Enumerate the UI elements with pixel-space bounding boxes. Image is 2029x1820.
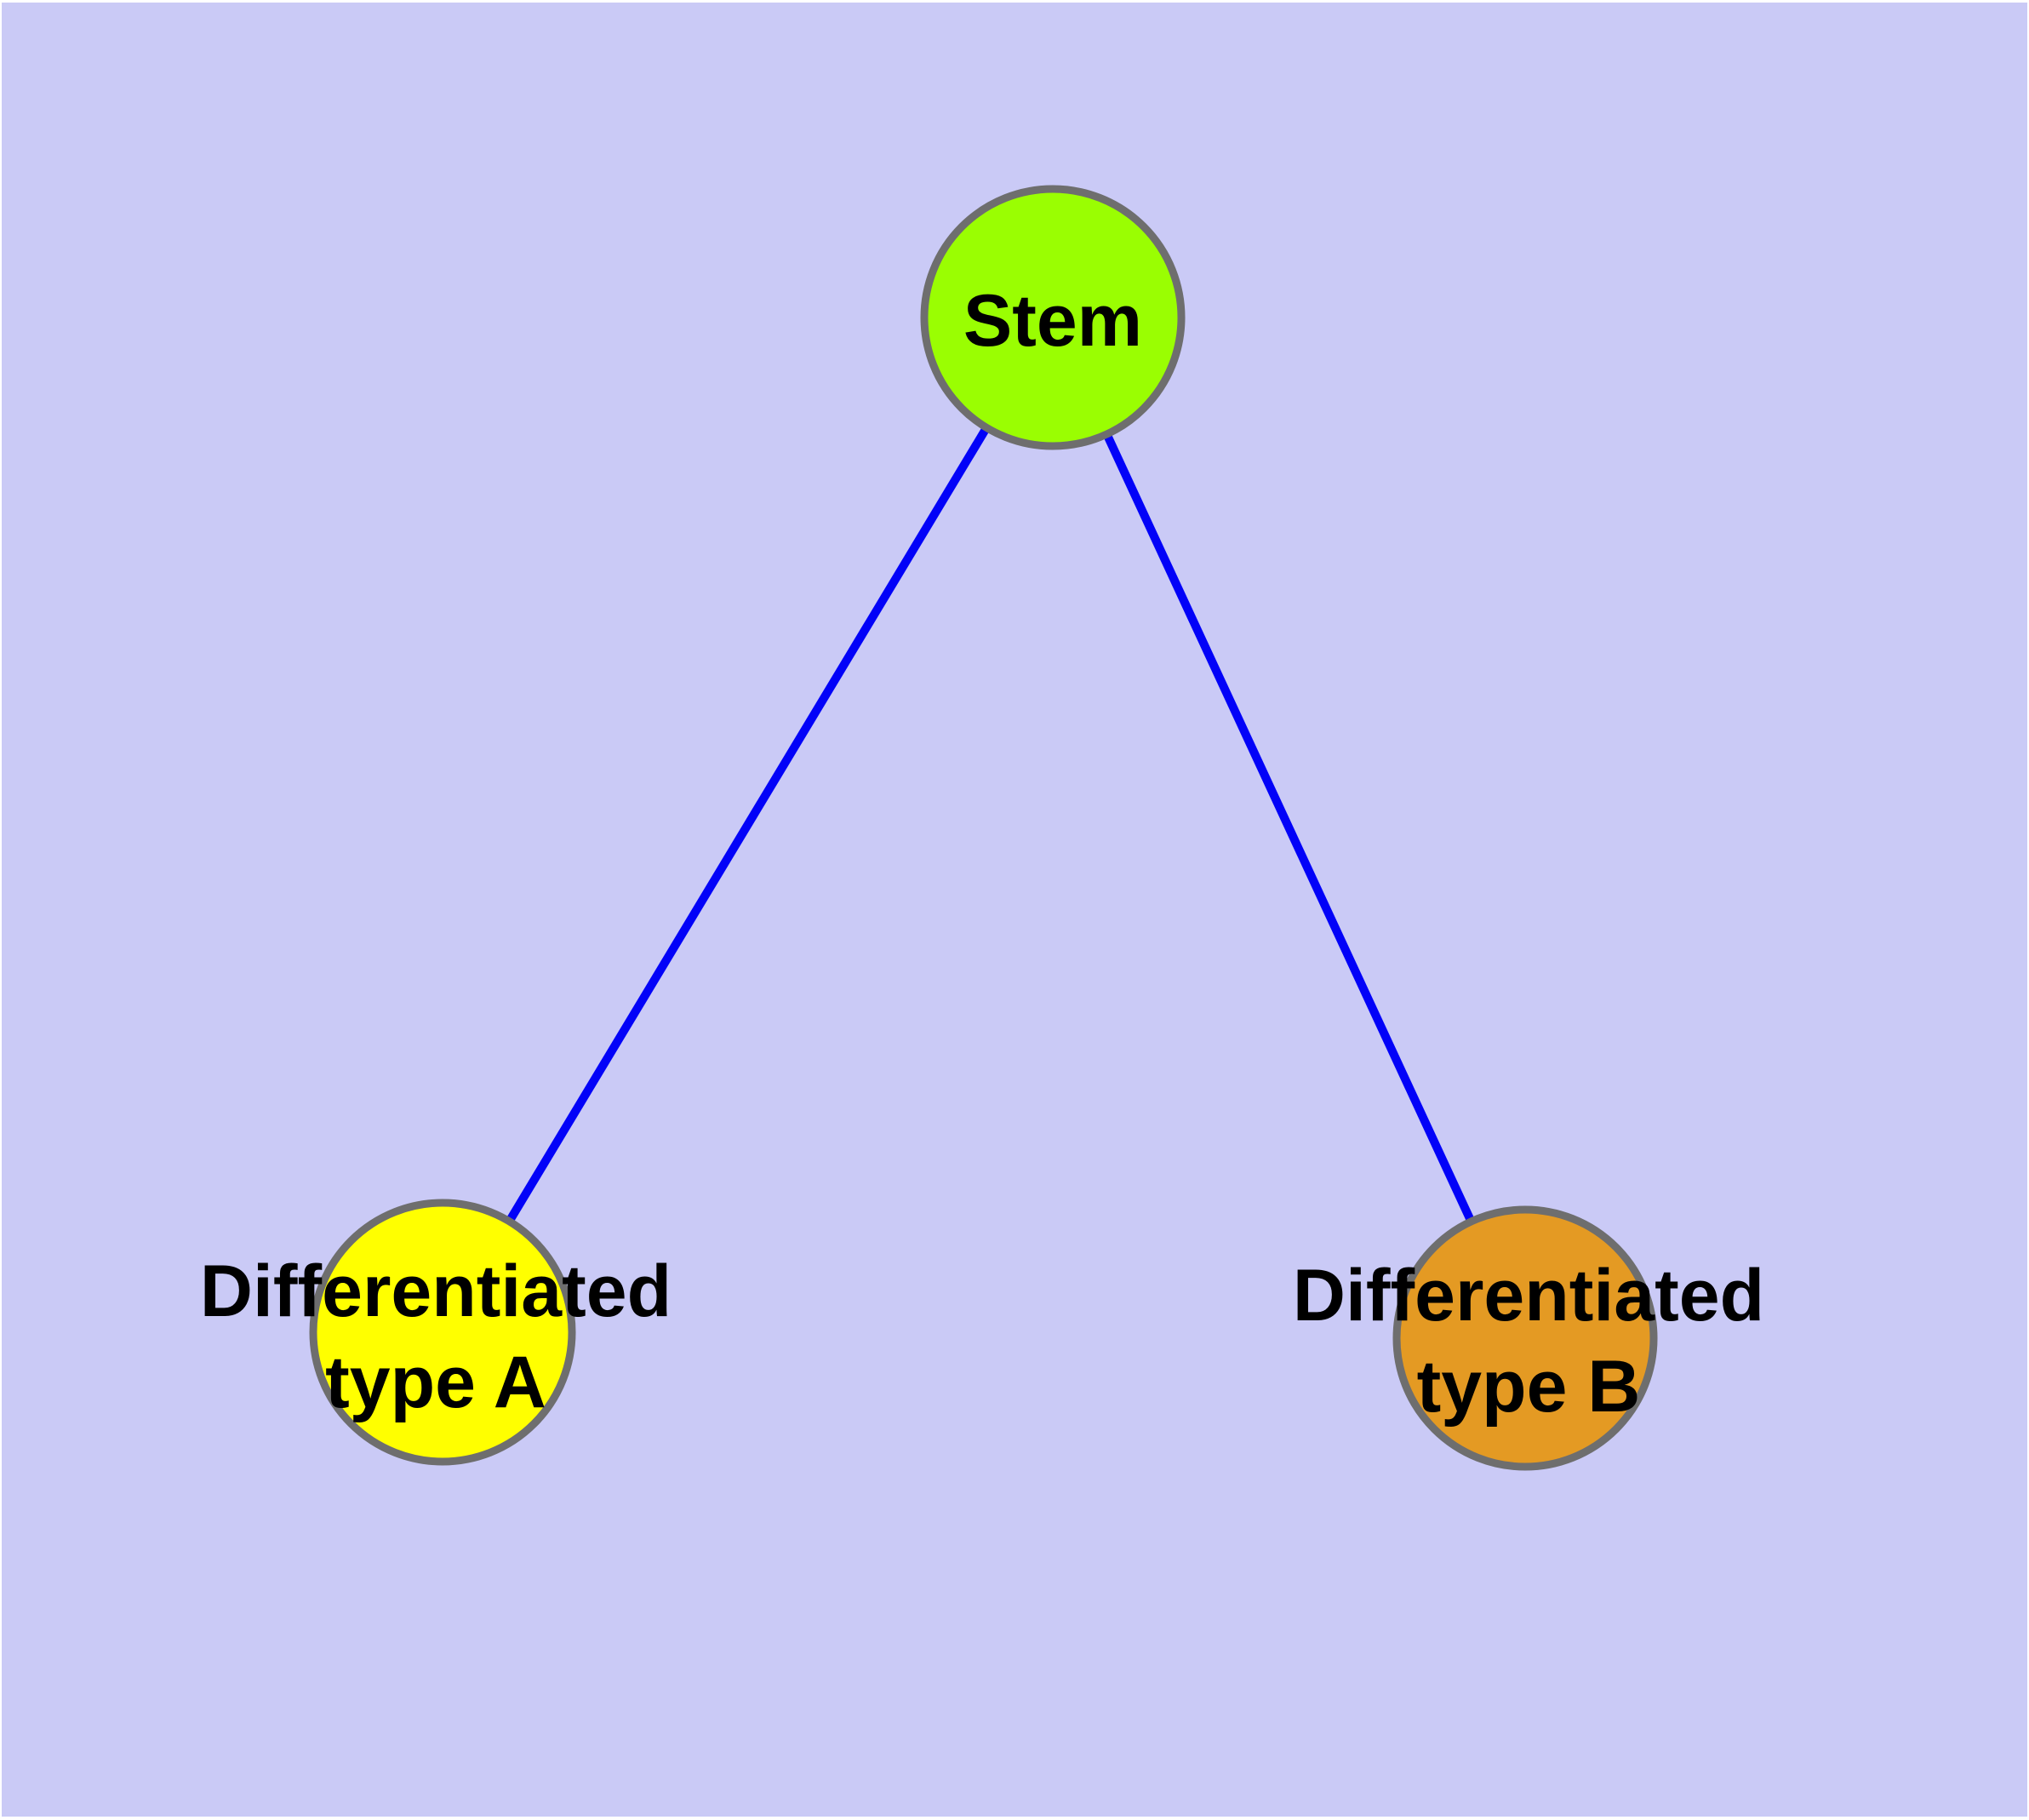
- node-differentiated-type-a-label-line1: Differentiated: [200, 1251, 672, 1332]
- node-stem: [920, 185, 1186, 450]
- node-differentiated-type-a-label-line2: type A: [325, 1342, 546, 1423]
- node-differentiated-type-b: [1392, 1205, 1658, 1471]
- node-stem-label: Stem: [963, 280, 1142, 362]
- edge-stem-to-differentiated-type-a: [438, 315, 1057, 1335]
- node-differentiated-type-a: [309, 1199, 576, 1466]
- node-differentiated-type-b-label-line1: Differentiated: [1293, 1255, 1764, 1336]
- edge-stem-to-differentiated-type-b: [1049, 315, 1529, 1341]
- node-differentiated-type-b-label-line2: type B: [1417, 1346, 1641, 1428]
